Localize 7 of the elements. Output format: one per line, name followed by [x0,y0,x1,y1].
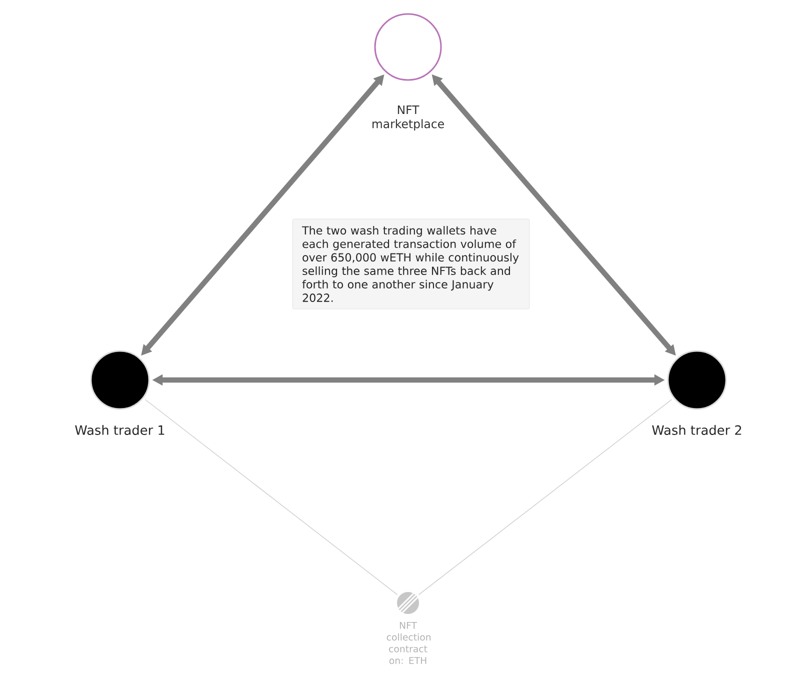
node-label: NFT marketplace [372,105,444,131]
connector-line [144,399,398,596]
node-label: NFT collection contract on: ETH [386,622,431,664]
node-label: Wash trader 1 [75,425,164,435]
node-label: Wash trader 2 [652,425,742,435]
connector-line [418,399,672,596]
note-box: The two wash trading wallets have each generated transaction volume of over 650,000 wETH while continuously selling the same three NFTs back and forth to one another since January 2022. [292,218,530,310]
